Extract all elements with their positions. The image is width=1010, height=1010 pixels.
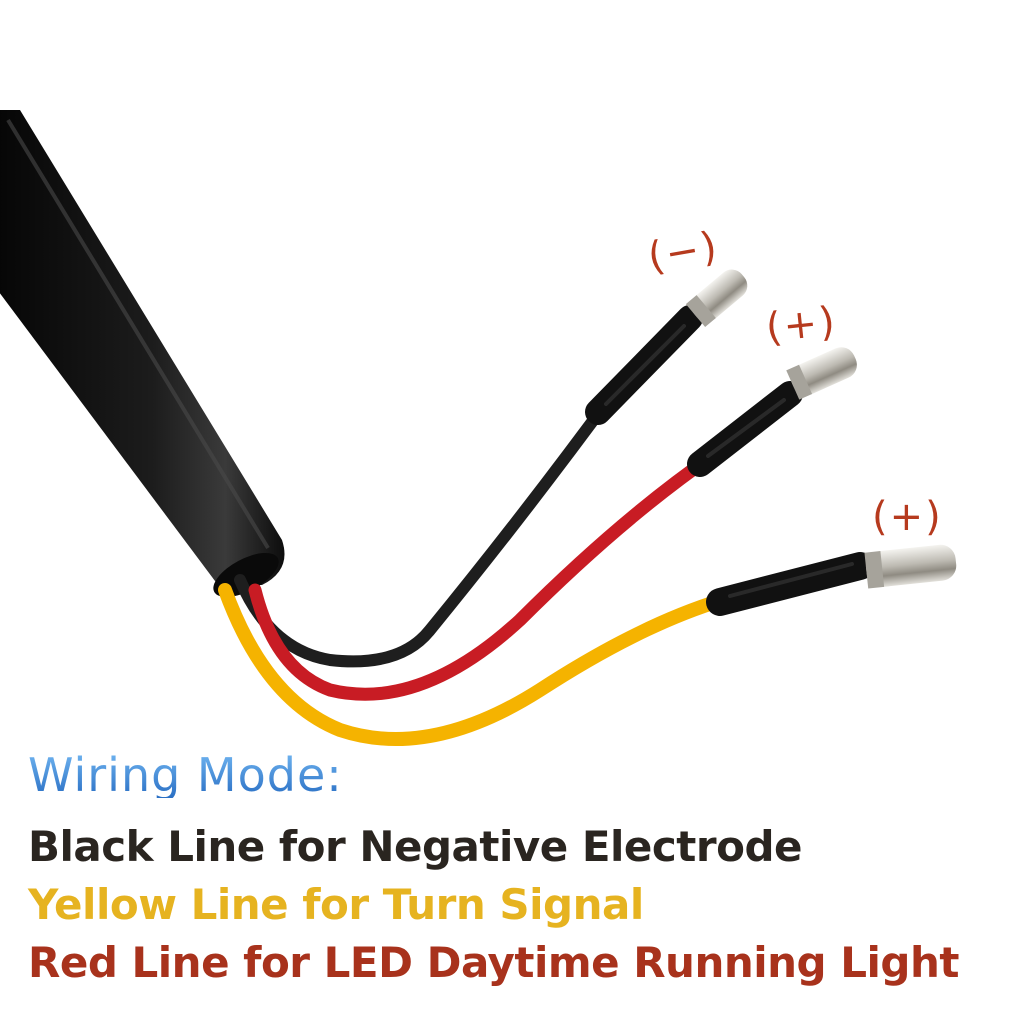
- yellow-wire: [218, 552, 874, 746]
- red-positive-polarity-label: (+): [763, 298, 839, 352]
- black-wire: [234, 305, 703, 668]
- yellow-positive-polarity-label: (+): [872, 494, 943, 540]
- red-connector: [786, 347, 857, 400]
- red-line-caption: Red Line for LED Daytime Running Light: [28, 938, 959, 987]
- red-wire: [248, 381, 803, 701]
- yellow-line-caption: Yellow Line for Turn Signal: [28, 880, 644, 929]
- black-connector: [685, 269, 748, 328]
- main-cable: [0, 110, 285, 598]
- black-line-caption: Black Line for Negative Electrode: [28, 822, 803, 871]
- negative-polarity-label: (−): [644, 223, 723, 281]
- wiring-mode-title: Wiring Mode:: [28, 748, 343, 802]
- yellow-connector: [864, 544, 957, 589]
